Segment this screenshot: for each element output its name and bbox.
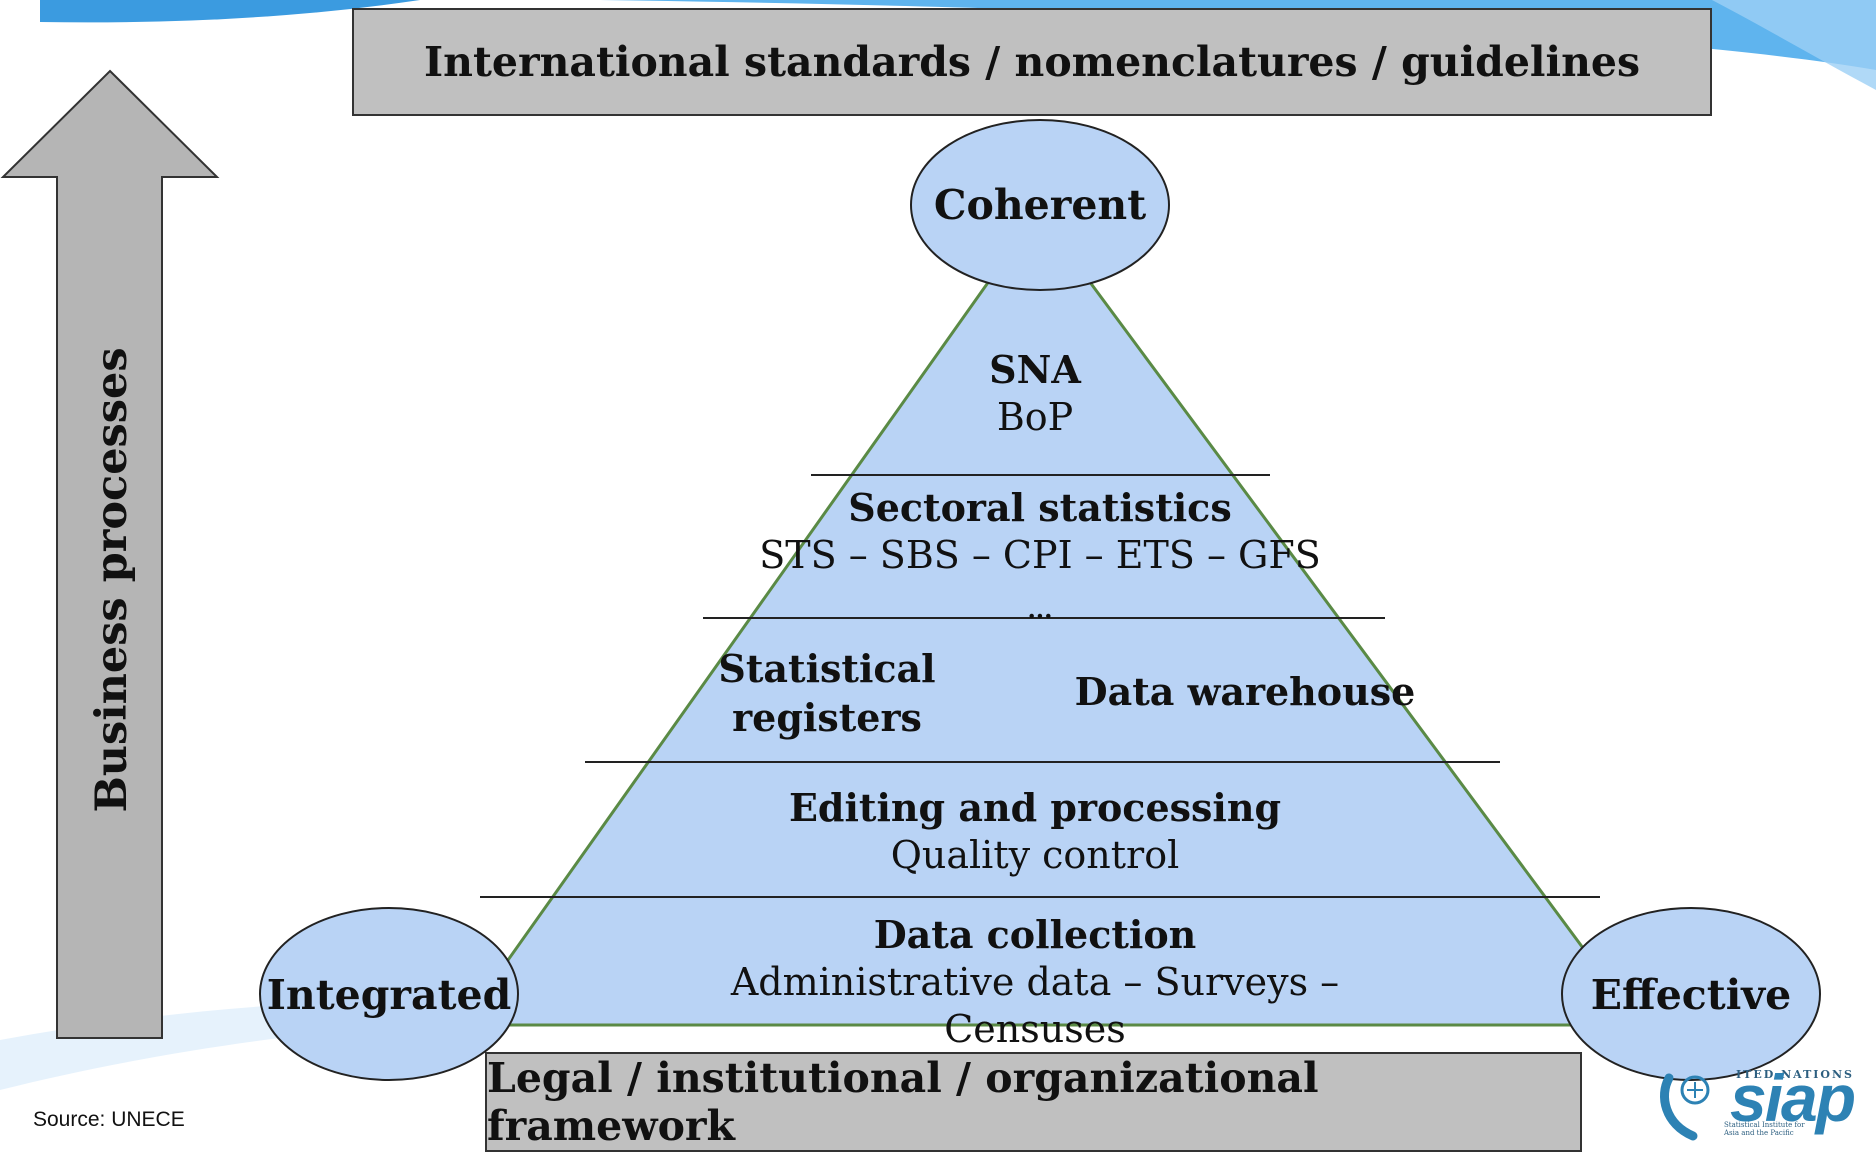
integrated-ellipse xyxy=(259,907,519,1081)
coherent-label: Coherent xyxy=(933,181,1147,229)
sna-title: SNA xyxy=(989,347,1081,392)
bottom-left-swoosh xyxy=(0,1000,700,1090)
tier-data-collection: Data collection Administrative data – Su… xyxy=(635,911,1435,1054)
statistical-registers-line1: Statistical xyxy=(718,646,936,691)
tier-registers-left: Statistical registers xyxy=(700,644,954,743)
logo-top-text: ITED NATIONS xyxy=(1736,1068,1854,1081)
data-collection-sources: Administrative data – Surveys – Censuses xyxy=(730,959,1340,1052)
statistical-registers-line2: registers xyxy=(732,695,922,741)
effective-ellipse xyxy=(1561,907,1821,1081)
sectoral-statistics-title: Sectoral statistics xyxy=(848,485,1232,530)
tier-editing-processing: Editing and processing Quality control xyxy=(735,784,1335,879)
coherent-ellipse xyxy=(910,119,1170,291)
tier-sna: SNA BoP xyxy=(885,346,1185,441)
siap-logo-emblem xyxy=(1660,1073,1710,1141)
source-note: Source: UNECE xyxy=(33,1108,185,1131)
integrated-label: Integrated xyxy=(266,971,512,1019)
data-collection-title: Data collection xyxy=(873,912,1197,957)
effective-label: Effective xyxy=(1590,971,1792,1019)
siap-logo-wordmark: siap xyxy=(1730,1061,1856,1135)
tier-sectoral-statistics: Sectoral statistics STS – SBS – CPI – ET… xyxy=(740,484,1340,579)
tier-data-warehouse: Data warehouse xyxy=(1060,668,1430,716)
bop-subtitle: BoP xyxy=(996,394,1074,439)
sectoral-ellipsis: ... xyxy=(1027,595,1053,624)
international-standards-banner: International standards / nomenclatures … xyxy=(352,8,1712,116)
top-left-swoosh xyxy=(40,0,420,23)
sectoral-statistics-list: STS – SBS – CPI – ETS – GFS xyxy=(759,532,1321,577)
business-processes-arrow xyxy=(0,69,220,1039)
data-warehouse-label: Data warehouse xyxy=(1074,669,1416,714)
logo-subtitle: Statistical Institute for Asia and the P… xyxy=(1724,1121,1805,1137)
editing-processing-title: Editing and processing xyxy=(788,785,1282,830)
top-right-swoosh-light xyxy=(1712,0,1876,90)
quality-control-subtitle: Quality control xyxy=(890,832,1180,877)
